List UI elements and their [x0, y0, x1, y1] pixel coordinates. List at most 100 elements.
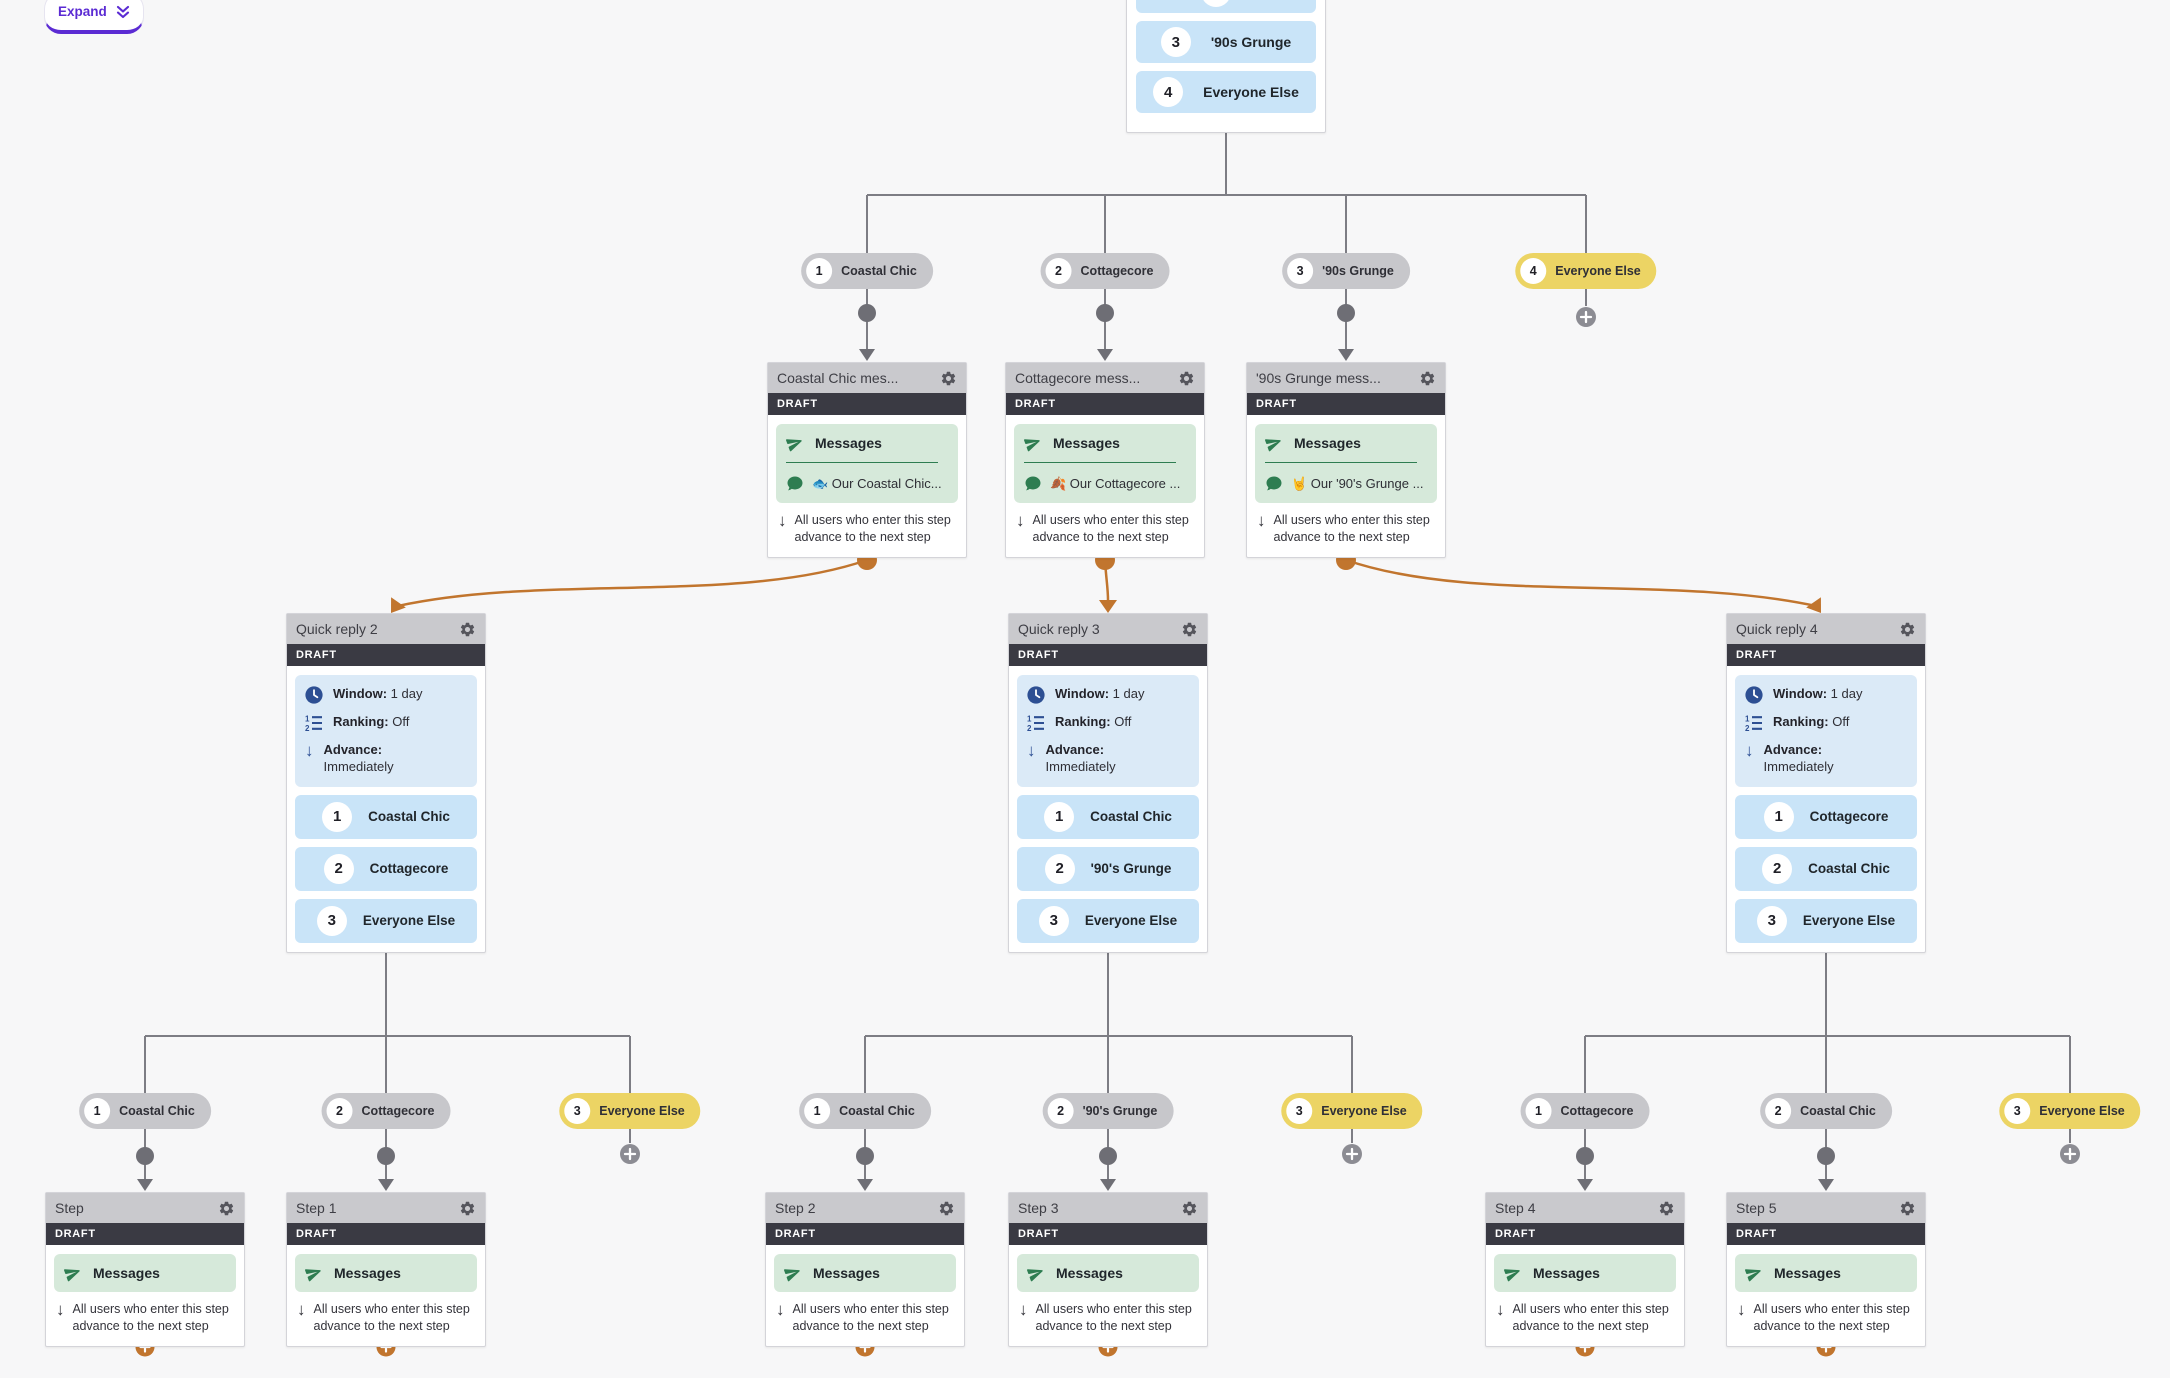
gear-icon[interactable]: [938, 1200, 955, 1217]
gear-icon[interactable]: [1899, 1200, 1916, 1217]
message-node-90s-grunge[interactable]: '90s Grunge mess... DRAFT Messages 🤘 Our…: [1246, 362, 1446, 558]
gear-icon[interactable]: [1178, 370, 1195, 387]
tag-number-badge: 1: [84, 1098, 111, 1124]
advance-arrow-icon: ↓: [305, 741, 314, 760]
option-number-badge: [1201, 0, 1231, 7]
gear-icon[interactable]: [459, 1200, 476, 1217]
chat-bubble-icon: [786, 475, 804, 493]
quick-reply-option: [1136, 0, 1316, 13]
node-title: Cottagecore mess...: [1015, 370, 1141, 386]
gear-icon[interactable]: [1419, 370, 1436, 387]
send-icon: [1742, 1261, 1765, 1284]
advance-arrow-icon: ↓: [1019, 1300, 1028, 1319]
node-title: Quick reply 3: [1018, 621, 1100, 637]
step-node[interactable]: Step 5 DRAFT Messages ↓ All users who en…: [1726, 1192, 1926, 1347]
quick-reply-option: 2 Cottagecore: [295, 846, 477, 891]
quick-reply-node-4[interactable]: Quick reply 4 DRAFT Window: 1 day Rankin…: [1726, 613, 1926, 953]
ranking-icon: [305, 714, 323, 732]
ranking-icon: [1745, 714, 1763, 732]
status-badge: DRAFT: [1486, 1223, 1684, 1245]
message-node-coastal-chic[interactable]: Coastal Chic mes... DRAFT Messages 🐟 Our…: [767, 362, 967, 558]
advance-arrow-icon: ↓: [297, 1300, 306, 1319]
expand-button[interactable]: Expand: [44, 0, 144, 34]
status-badge: DRAFT: [46, 1223, 244, 1245]
branch-tag: 1 Cottagecore: [1520, 1093, 1650, 1129]
branch-tag: 3 Everyone Else: [559, 1093, 701, 1129]
tag-label: Everyone Else: [2039, 1104, 2125, 1118]
advance-arrow-icon: ↓: [776, 1300, 785, 1319]
send-icon: [302, 1261, 325, 1284]
quick-reply-option: 4 Everyone Else: [1136, 71, 1316, 113]
gear-icon[interactable]: [940, 370, 957, 387]
gear-icon[interactable]: [218, 1200, 235, 1217]
step-node[interactable]: Step DRAFT Messages ↓ All users who ente…: [45, 1192, 245, 1347]
node-title: Quick reply 2: [296, 621, 378, 637]
quick-reply-option: 1 Coastal Chic: [295, 794, 477, 839]
message-node-cottagecore[interactable]: Cottagecore mess... DRAFT Messages 🍂 Our…: [1005, 362, 1205, 558]
quick-reply-option: 1 Cottagecore: [1735, 794, 1917, 839]
node-title: Step 2: [775, 1200, 816, 1216]
gear-icon[interactable]: [1658, 1200, 1675, 1217]
branch-tag: 2 '90's Grunge: [1042, 1093, 1174, 1129]
send-icon: [1262, 431, 1285, 454]
add-step-buttons-gray[interactable]: [620, 307, 2080, 1164]
messages-label: Messages: [1053, 435, 1120, 451]
branch-tag-coastal-chic: 1 Coastal Chic: [801, 253, 933, 289]
quick-reply-option: 2 '90's Grunge: [1017, 846, 1199, 891]
status-badge: DRAFT: [287, 1223, 485, 1245]
option-label: '90's Grunge: [1090, 861, 1172, 877]
option-label: Everyone Else: [1203, 84, 1299, 100]
messages-section: Messages: [1494, 1254, 1676, 1292]
branch-tag: 1 Coastal Chic: [79, 1093, 211, 1129]
branch-tag: 3 Everyone Else: [1281, 1093, 1423, 1129]
quick-reply-option: 3 Everyone Else: [1735, 898, 1917, 943]
gear-icon[interactable]: [1181, 621, 1198, 638]
tag-label: Cottagecore: [1560, 1104, 1634, 1118]
gear-icon[interactable]: [1181, 1200, 1198, 1217]
tag-number-badge: 3: [1286, 1098, 1313, 1124]
option-number-badge: 1: [1044, 801, 1075, 832]
tag-number-badge: 3: [2004, 1098, 2031, 1124]
advance-arrow-icon: ↓: [56, 1300, 65, 1319]
option-label: Everyone Else: [362, 913, 456, 929]
node-title: Quick reply 4: [1736, 621, 1818, 637]
option-number-badge: 4: [1153, 77, 1184, 107]
window-value: 1 day: [1112, 686, 1145, 701]
advance-text: All users who enter this step advance to…: [1753, 1302, 1910, 1333]
advance-label: Advance:: [323, 742, 383, 757]
messages-section: Messages 🤘 Our '90's Grunge ...: [1255, 424, 1437, 503]
tag-number-badge: 1: [1525, 1098, 1552, 1124]
root-quick-reply-node[interactable]: 3 '90s Grunge 4 Everyone Else: [1126, 0, 1326, 133]
gear-icon[interactable]: [1899, 621, 1916, 638]
step-node[interactable]: Step 4 DRAFT Messages ↓ All users who en…: [1485, 1192, 1685, 1347]
status-badge: DRAFT: [1009, 644, 1207, 666]
tag-number-badge: 1: [804, 1098, 831, 1124]
advance-arrow-icon: ↓: [1737, 1300, 1746, 1319]
branch-tag: 1 Coastal Chic: [799, 1093, 931, 1129]
step-node[interactable]: Step 1 DRAFT Messages ↓ All users who en…: [286, 1192, 486, 1347]
quick-reply-node-3[interactable]: Quick reply 3 DRAFT Window: 1 day Rankin…: [1008, 613, 1208, 953]
status-badge: DRAFT: [1009, 1223, 1207, 1245]
quick-reply-node-2[interactable]: Quick reply 2 DRAFT Window: 1 day Rankin…: [286, 613, 486, 953]
advance-arrow-icon: ↓: [1027, 741, 1036, 760]
option-number-badge: 1: [322, 801, 353, 832]
messages-section: Messages: [295, 1254, 477, 1292]
tag-label: '90's Grunge: [1082, 1104, 1158, 1118]
quick-reply-option: 3 '90s Grunge: [1136, 21, 1316, 63]
advance-text: All users who enter this step advance to…: [72, 1302, 229, 1333]
option-number-badge: 3: [1756, 905, 1787, 936]
status-badge: DRAFT: [768, 393, 966, 415]
step-node[interactable]: Step 3 DRAFT Messages ↓ All users who en…: [1008, 1192, 1208, 1347]
gear-icon[interactable]: [459, 621, 476, 638]
node-title: '90s Grunge mess...: [1256, 370, 1381, 386]
option-number-badge: 2: [1044, 853, 1075, 884]
tag-label: Everyone Else: [599, 1104, 685, 1118]
option-number-badge: 3: [1038, 905, 1069, 936]
advance-text: All users who enter this step advance to…: [1273, 513, 1430, 544]
quick-reply-settings: Window: 1 day Ranking: Off ↓ Advance: Im…: [1735, 675, 1917, 787]
advance-text: All users who enter this step advance to…: [1032, 513, 1189, 544]
node-title: Step 1: [296, 1200, 337, 1216]
send-icon: [783, 431, 806, 454]
messages-label: Messages: [1533, 1265, 1600, 1281]
step-node[interactable]: Step 2 DRAFT Messages ↓ All users who en…: [765, 1192, 965, 1347]
